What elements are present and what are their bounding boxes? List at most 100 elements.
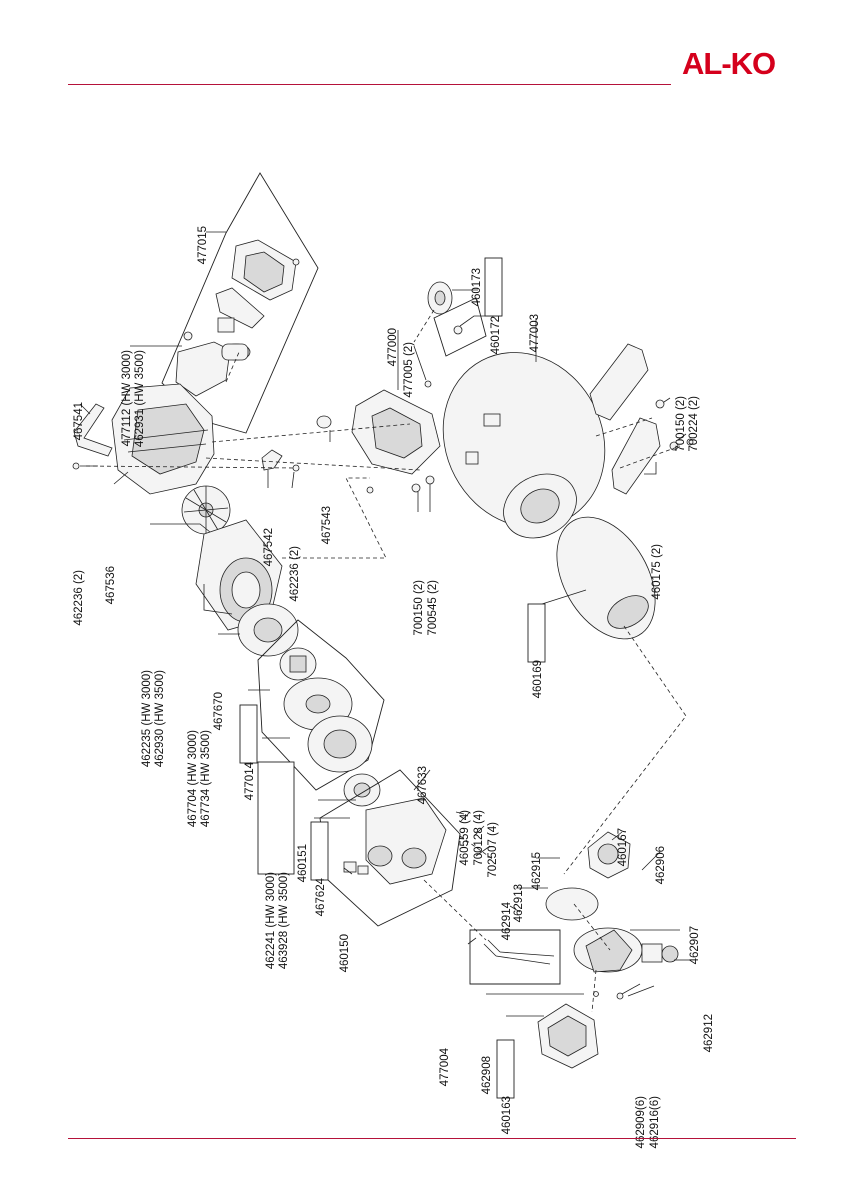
membrane-part (556, 516, 656, 640)
switch-cover-part (537, 1003, 599, 1069)
leader-462909 (621, 983, 641, 995)
seal-plate-part (237, 603, 299, 657)
housing-screws-part (459, 811, 491, 857)
leader-460150 (343, 867, 353, 875)
boxed-label-frame-460169 (527, 603, 546, 663)
tank-foot-part (589, 343, 661, 495)
part-label-462930: 462930 (HW 3500) (154, 670, 166, 767)
assembly-line-1 (225, 349, 241, 383)
part-label-460559: 460559 (4) (459, 810, 471, 866)
control-board-part (183, 287, 265, 341)
part-label-700224: 700224 (2) (688, 396, 700, 452)
diffuser-part (279, 647, 317, 681)
leader-462914 (509, 905, 521, 913)
part-label-467670: 467670 (213, 692, 225, 730)
assembly-line-3 (85, 465, 297, 469)
part-label-700150a: 700150 (2) (413, 580, 425, 636)
part-label-700150b: 700150 (2) (675, 396, 687, 452)
part-label-460172: 460172 (490, 316, 502, 354)
fan-impeller-part (181, 485, 231, 535)
part-label-477112: 477112 (HW 3000) (121, 350, 133, 446)
assembly-line-7 (619, 445, 681, 469)
impeller-part (343, 773, 381, 807)
part-label-477005: 477005 (2) (403, 342, 415, 398)
boxed-label-frame-460172 (484, 257, 503, 317)
part-label-467543: 467543 (321, 506, 333, 544)
grommet-part (316, 415, 332, 429)
pressure-gauge-part (587, 831, 631, 879)
leader-462236b (291, 471, 295, 489)
part-label-460173: 460173 (471, 268, 483, 306)
part-label-462906: 462906 (655, 846, 667, 884)
leader-460167 (611, 831, 623, 841)
part-label-477003: 477003 (529, 314, 541, 352)
assembly-line-9 (563, 625, 687, 875)
assembly-line-4 (205, 457, 421, 471)
part-label-467704: 467704 (HW 3000) (187, 730, 199, 827)
pressure-tank-part (442, 352, 606, 539)
part-label-460167: 460167 (617, 828, 629, 866)
part-label-463928: 463928 (HW 3500) (278, 872, 290, 969)
part-label-467624: 467624 (315, 877, 327, 916)
part-label-467734: 467734 (HW 3500) (200, 730, 212, 827)
leader-462916 (627, 985, 655, 997)
washer-screw-part (366, 475, 435, 494)
part-label-477000: 477000 (387, 328, 399, 366)
part-label-460175: 460175 (2) (651, 544, 663, 600)
part-label-462236a: 462236 (2) (73, 570, 85, 626)
part-label-477014: 477014 (244, 761, 256, 800)
part-label-467536: 467536 (105, 566, 117, 604)
part-label-460150: 460150 (339, 934, 351, 972)
boxed-label-frame-460163 (496, 1039, 515, 1099)
capacitor-part (175, 341, 251, 397)
leader-460175 (644, 462, 657, 475)
diaphragm-part (545, 887, 599, 921)
part-label-462907: 462907 (689, 926, 701, 964)
small-screws-part (593, 991, 624, 1000)
assembly-line-6 (595, 417, 653, 437)
leader-467633 (413, 769, 431, 791)
hydraulic-kit-frame (257, 619, 385, 791)
part-label-477015: 477015 (197, 226, 209, 264)
part-label-462914: 462914 (501, 901, 513, 940)
switch-base-part (573, 927, 679, 973)
leader-460559 (455, 811, 465, 815)
part-label-462235: 462235 (HW 3000) (141, 670, 153, 767)
part-label-462915: 462915 (531, 852, 543, 890)
leader-477004 (467, 937, 477, 945)
part-label-460169: 460169 (532, 660, 544, 698)
pump-housing-part (365, 797, 447, 885)
part-label-477004: 477004 (439, 1047, 451, 1086)
leader-460169 (541, 589, 587, 605)
part-label-702507: 702507 (4) (487, 822, 499, 878)
al-ko-logo: AL-KO (682, 46, 776, 81)
leader-700150b (663, 397, 671, 403)
part-label-462236b: 462236 (2) (289, 546, 301, 602)
footer-rule (68, 1138, 796, 1139)
drain-plug-part (343, 861, 369, 875)
part-label-462913: 462913 (513, 884, 525, 922)
part-label-467541: 467541 (73, 402, 85, 440)
hose-part (469, 929, 561, 985)
part-label-700545: 700545 (2) (427, 580, 439, 636)
leader-462235 (150, 523, 211, 533)
leader-467704 (203, 584, 233, 615)
assembly-line-8 (413, 309, 435, 343)
leader-467541 (79, 403, 91, 415)
part-label-462916: 462916(6) (649, 1096, 661, 1149)
boxed-label-frame-467624 (310, 821, 329, 881)
terminal-housing-part (351, 380, 441, 475)
motor-part (195, 519, 283, 631)
handle-part (73, 403, 113, 457)
part-label-462909: 462909(6) (635, 1096, 647, 1149)
terminal-block-part (261, 449, 283, 471)
assembly-line-11 (573, 903, 611, 951)
fan-cover-part (111, 383, 215, 495)
header-rule (68, 84, 671, 85)
part-label-700128: 700128 (4) (473, 810, 485, 866)
leader-467536 (113, 471, 129, 485)
part-label-462912: 462912 (703, 1014, 715, 1052)
